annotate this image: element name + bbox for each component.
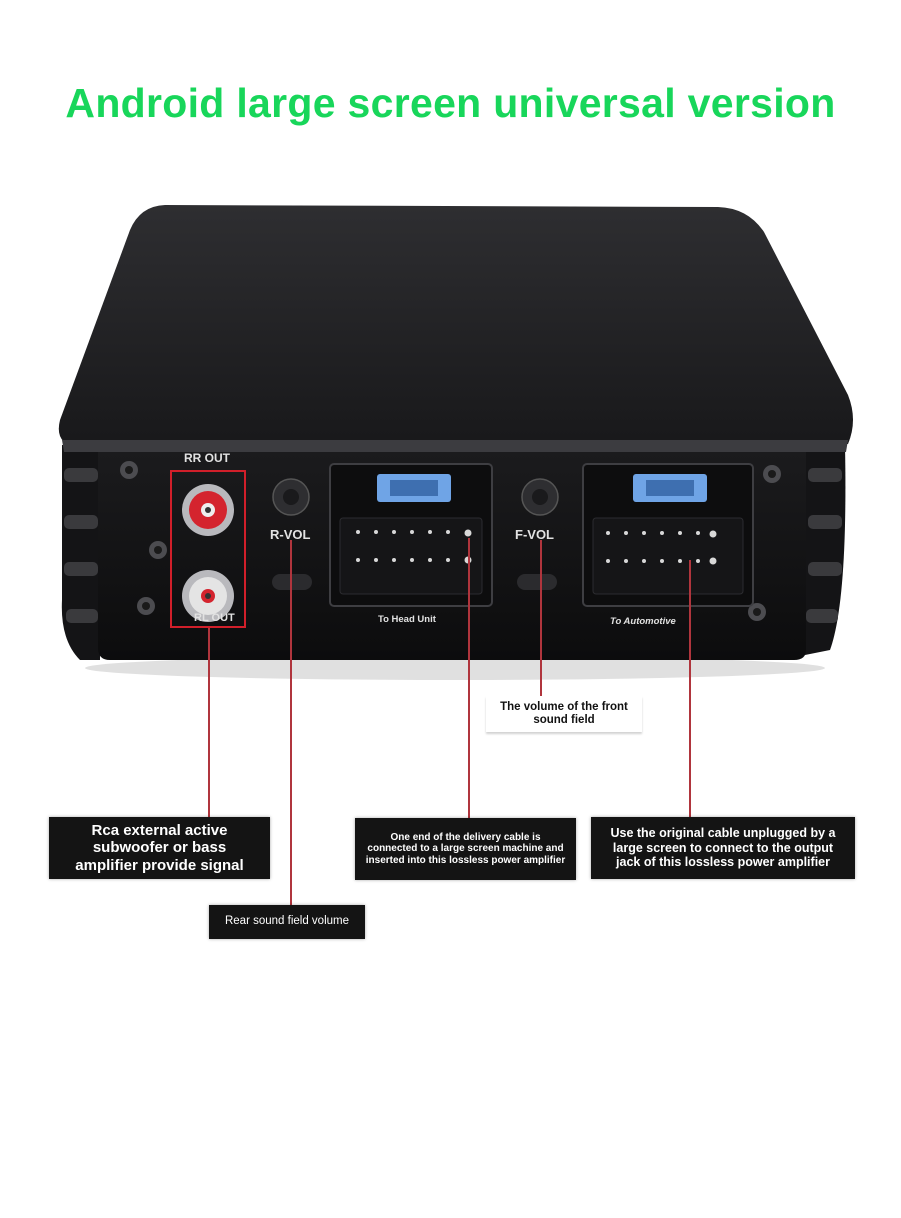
rca-white-jack — [182, 570, 234, 622]
leader-line-head-unit — [468, 538, 470, 818]
rca-red-jack — [182, 484, 234, 536]
r-vol-label: R-VOL — [270, 527, 311, 542]
to-automotive-label: To Automotive — [610, 616, 677, 627]
rear-volume-knob — [272, 478, 312, 590]
leader-line-automotive — [689, 560, 691, 818]
f-vol-label: F-VOL — [515, 527, 554, 542]
screw-icon — [120, 461, 781, 621]
head-unit-connector — [329, 463, 493, 607]
device-top-cover — [58, 205, 854, 448]
rl-out-label: RL OUT — [194, 612, 235, 624]
heatsink-fins-right — [805, 445, 846, 655]
callout-head-unit-cable: One end of the delivery cable is connect… — [355, 818, 576, 880]
top-cover-edge — [62, 440, 848, 452]
automotive-connector — [582, 463, 754, 607]
leader-line-rca — [208, 628, 210, 818]
device-shadow — [85, 656, 825, 680]
leader-line-front-volume — [540, 540, 542, 698]
heatsink-fins-left — [61, 445, 100, 660]
to-head-unit-label: To Head Unit — [378, 614, 437, 625]
callout-rca-output: Rca external active subwoofer or bass am… — [49, 817, 270, 879]
headline: Android large screen universal version — [65, 80, 836, 126]
rca-highlight-frame — [170, 470, 246, 628]
callout-front-volume: The volume of the front sound field — [486, 696, 642, 732]
rr-out-label: RR OUT — [184, 451, 231, 465]
front-volume-knob — [517, 478, 559, 590]
callout-automotive-cable: Use the original cable unplugged by a la… — [591, 817, 855, 879]
leader-line-rear-volume — [290, 540, 292, 906]
callout-rear-volume: Rear sound field volume — [209, 905, 365, 939]
